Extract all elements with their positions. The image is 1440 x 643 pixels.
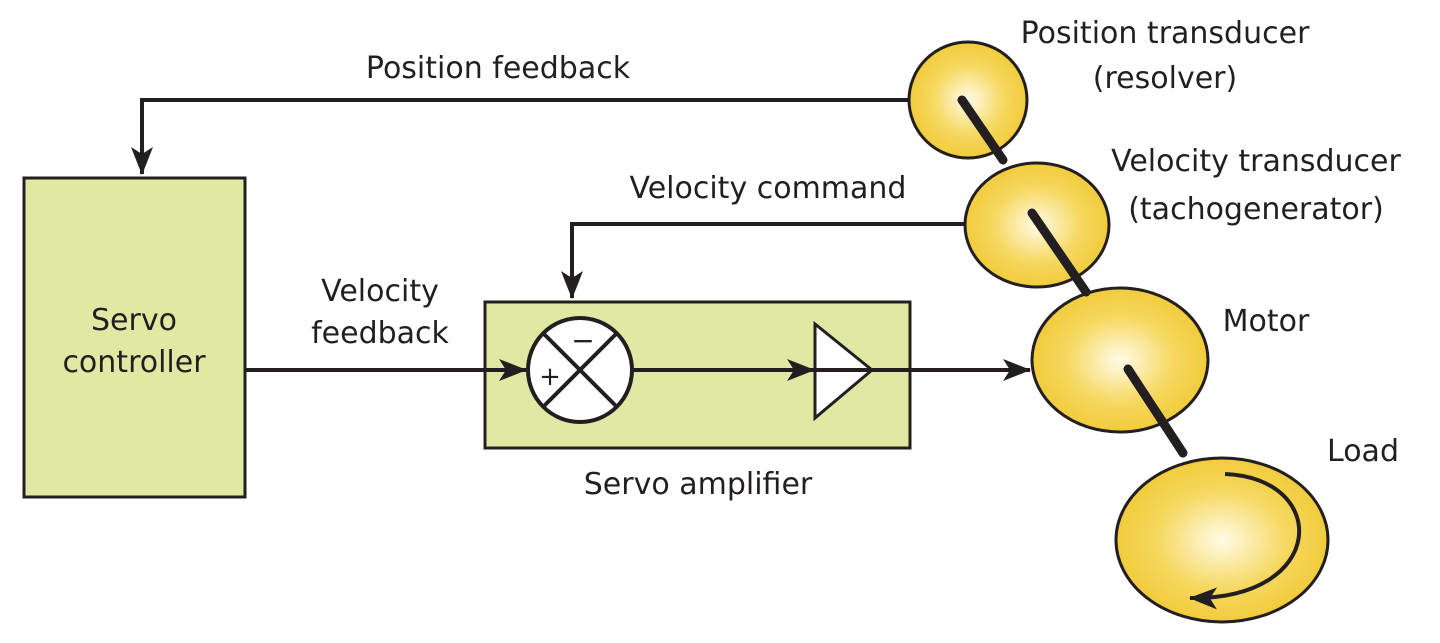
motor-disc (1030, 286, 1210, 434)
minus-sign: − (571, 324, 594, 357)
velocity-feedback-label-1: Velocity (321, 274, 439, 309)
position-transducer-label-2: (resolver) (1093, 61, 1237, 96)
velocity-transducer-label-2: (tachogenerator) (1128, 192, 1384, 227)
servo-controller-box (22, 176, 247, 499)
shaft-1 (957, 95, 1008, 165)
velocity-feedback-label-2: feedback (311, 316, 449, 351)
velocity-transducer-label-1: Velocity transducer (1111, 144, 1401, 179)
summing-cross-2 (541, 331, 619, 409)
servo-controller-label-2: controller (62, 345, 206, 380)
motor-label: Motor (1223, 304, 1310, 339)
plus-sign: + (539, 362, 561, 392)
shaft-3 (1123, 364, 1188, 458)
velocity-command-label: Velocity command (630, 171, 907, 206)
servo-controller-label-1: Servo (91, 303, 177, 338)
position-transducer-label-1: Position transducer (1021, 16, 1310, 51)
position-feedback-line (131, 98, 912, 175)
position-feedback-label: Position feedback (366, 51, 631, 86)
load-label: Load (1327, 434, 1399, 469)
position-transducer-disc (907, 40, 1029, 160)
load-disc (1114, 456, 1330, 624)
velocity-command-line (561, 222, 968, 299)
shaft-2 (1027, 208, 1091, 297)
rotation-arrow-icon (1189, 472, 1302, 610)
servo-amplifier-label: Servo amplifier (584, 467, 813, 502)
